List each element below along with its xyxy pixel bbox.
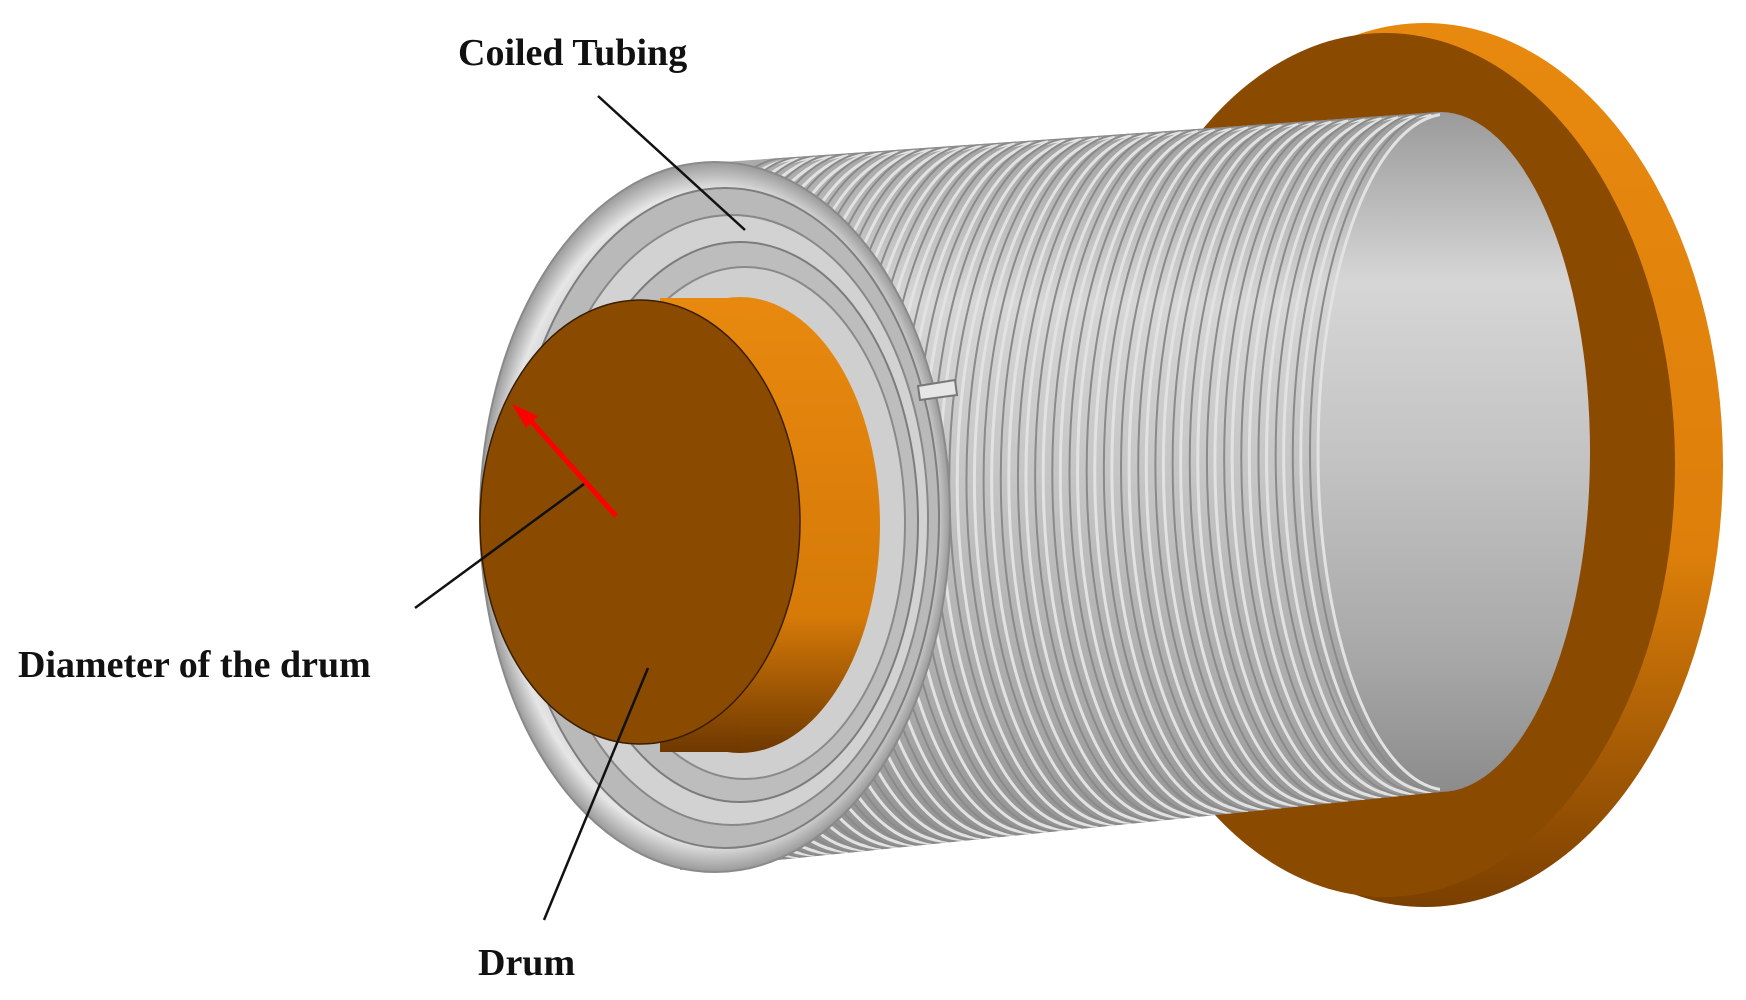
coil-highlight: [1058, 129, 1199, 818]
drum: [479, 297, 880, 753]
coil-winding: [982, 133, 1124, 826]
coil-highlight: [990, 134, 1132, 824]
drum-face: [479, 299, 801, 745]
coil-winding: [965, 134, 1107, 828]
coil-winding: [1291, 112, 1424, 795]
coil-highlight: [1041, 131, 1182, 819]
coil-winding: [999, 131, 1141, 824]
coil-highlight: [1144, 124, 1282, 809]
coil-highlight: [1213, 119, 1349, 802]
coil-highlight: [1007, 133, 1149, 823]
coil-winding: [1137, 122, 1274, 811]
coil-highlight: [1179, 121, 1315, 806]
coil-highlight: [1230, 118, 1365, 801]
diameter-arrow: [512, 404, 618, 518]
tubing-end: [916, 378, 959, 402]
diameter-arrow-head: [512, 404, 538, 428]
coil-highlight: [1127, 125, 1265, 811]
leader-coiled-tubing: [597, 95, 746, 231]
coil-winding: [1188, 119, 1324, 805]
coil-winding: [1034, 129, 1174, 821]
diameter-arrow-shaft: [528, 418, 618, 518]
label-diameter-of-drum: Diameter of the drum: [18, 644, 371, 686]
coil-highlight: [1299, 113, 1432, 794]
coil-highlight: [1247, 117, 1382, 799]
coil-winding: [1154, 121, 1291, 809]
coil-winding: [1257, 114, 1391, 799]
coil-winding: [1016, 130, 1157, 823]
label-coiled-tubing: Coiled Tubing: [458, 32, 688, 74]
coil-winding: [1068, 127, 1207, 817]
coil-winding: [1051, 128, 1191, 819]
coil-winding: [1206, 117, 1341, 804]
coil-highlight: [1161, 122, 1299, 807]
coil-highlight: [1024, 132, 1165, 821]
coil-highlight: [1093, 127, 1232, 814]
label-drum: Drum: [478, 942, 576, 984]
coil-winding: [1120, 123, 1257, 812]
leader-lines: [414, 95, 746, 921]
tubing-back-cap: [1290, 112, 1590, 792]
coil-highlight: [1076, 128, 1215, 816]
coil-winding: [1223, 116, 1357, 802]
coil-highlight: [1316, 112, 1440, 792]
coil-winding: [1085, 126, 1224, 816]
leader-drum: [542, 667, 650, 921]
coil-winding: [1171, 120, 1307, 807]
coil-winding: [1102, 124, 1241, 814]
coil-highlight: [1196, 120, 1332, 804]
coil-highlight: [1282, 114, 1415, 795]
coil-winding: [1240, 115, 1374, 800]
coil-highlight: [972, 135, 1115, 826]
coil-highlight: [1264, 115, 1399, 797]
coil-winding: [1309, 112, 1440, 793]
leader-diameter: [414, 482, 585, 610]
coil-winding: [1274, 113, 1407, 797]
coil-highlight: [955, 136, 1099, 828]
coil-highlight: [1110, 126, 1249, 813]
